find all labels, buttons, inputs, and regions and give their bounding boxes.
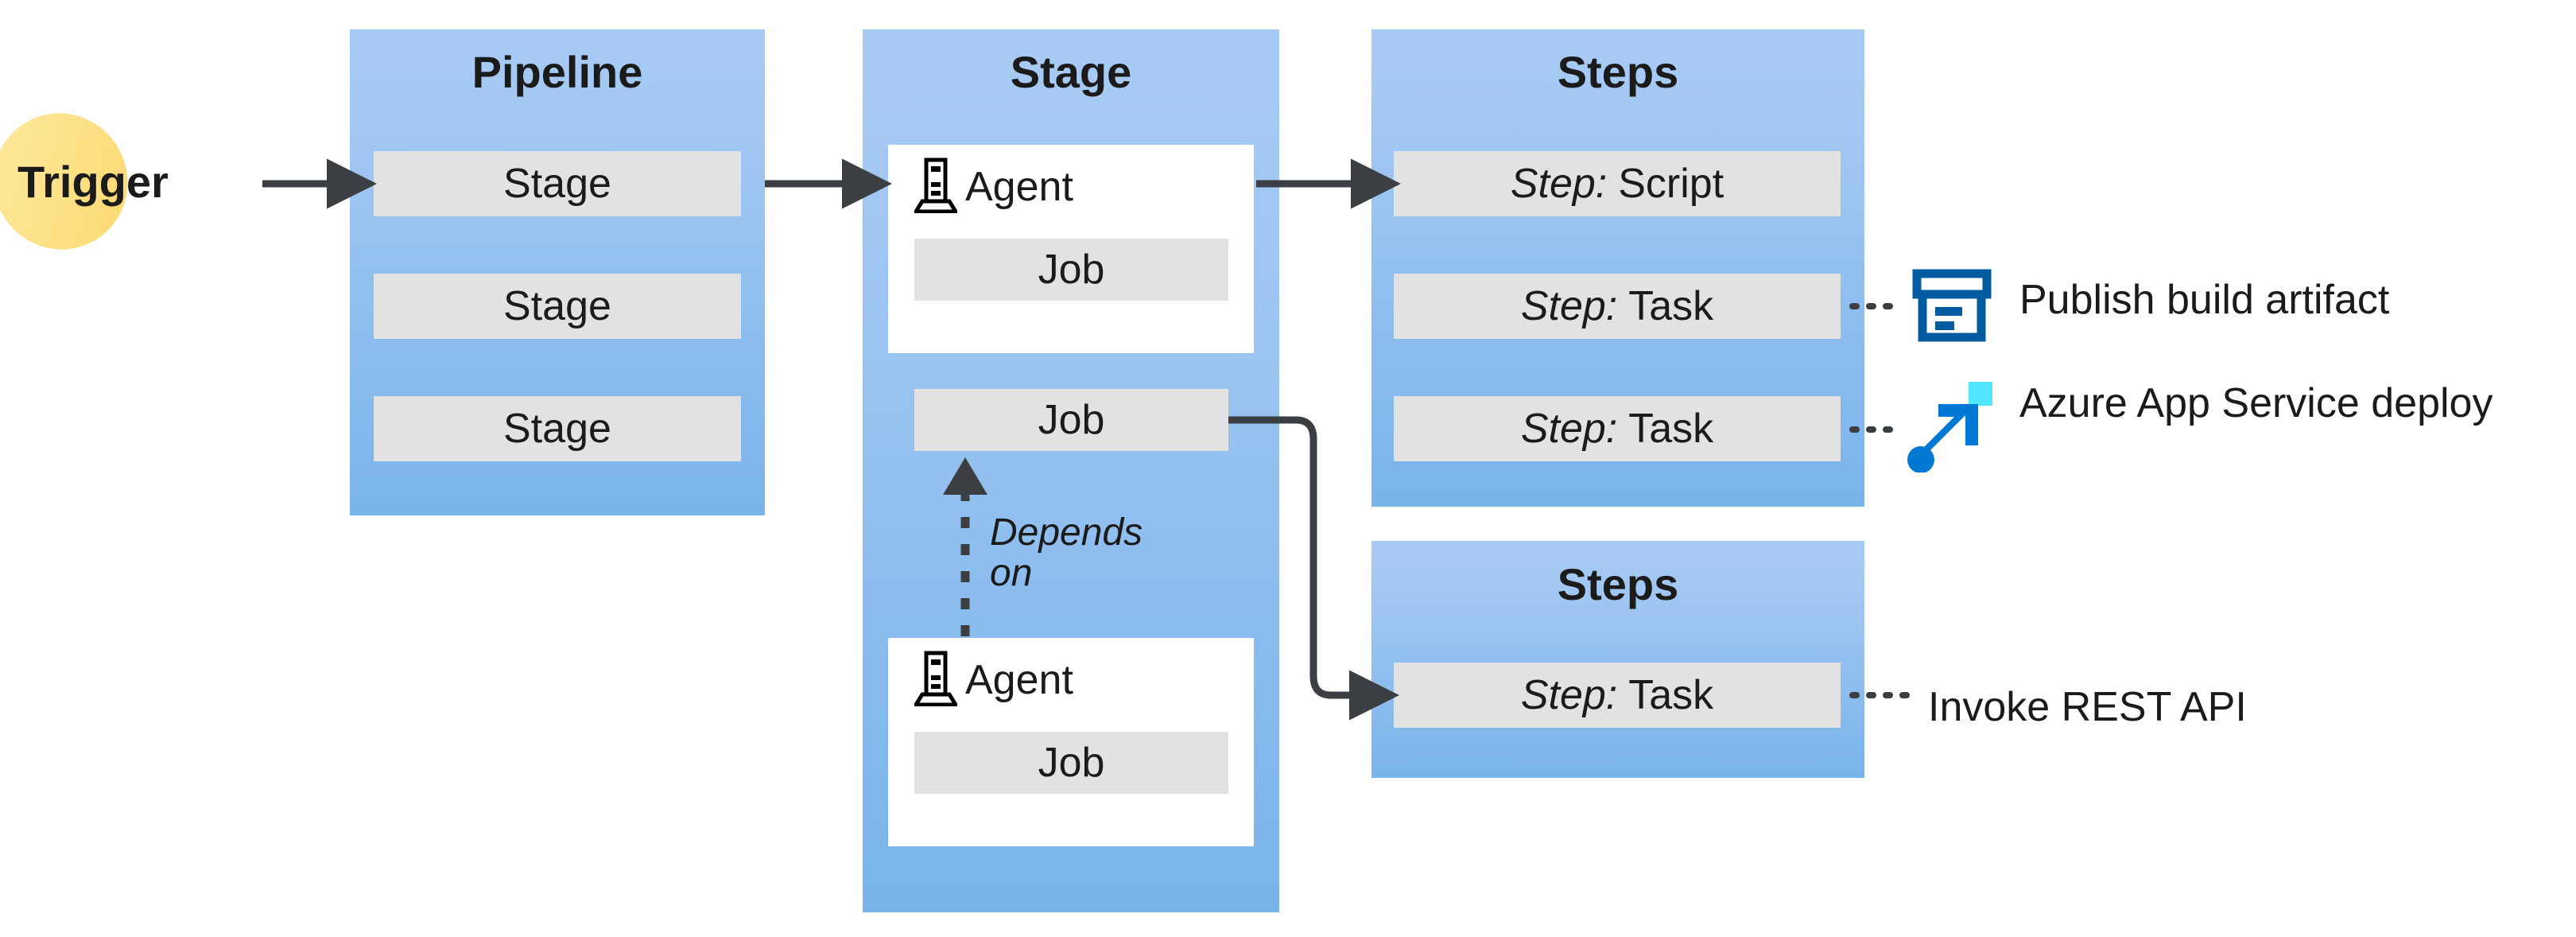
steps-title: Steps <box>1557 559 1679 609</box>
step-kind: Step: <box>1520 283 1618 329</box>
legend-label-publish-build-artifact: Publish build artifact <box>2019 277 2390 323</box>
depends-on-label: Depends on <box>990 511 1143 594</box>
legend-label-azure-app-service-deploy: Azure App Service deploy <box>2019 380 2493 426</box>
agent-label: Agent <box>965 164 1073 210</box>
agent-job-chip[interactable]: Job <box>914 732 1228 794</box>
step-name: Task <box>1628 672 1714 718</box>
pipeline-stage-chip[interactable]: Stage <box>374 274 741 339</box>
pipeline-stage-chip[interactable]: Stage <box>374 151 741 216</box>
agent-icon <box>912 651 960 710</box>
azure-app-service-deploy-icon <box>1907 377 1994 476</box>
steps-title: Steps <box>1557 47 1679 97</box>
agent-row: Agent <box>912 646 1073 714</box>
agent-icon <box>912 157 960 217</box>
step-kind: Step: <box>1520 406 1618 452</box>
step-chip[interactable]: Step: Script <box>1394 151 1841 216</box>
legend-label-invoke-rest-api: Invoke REST API <box>1928 684 2247 730</box>
step-name: Task <box>1628 283 1714 329</box>
steps-panel-2 <box>1371 541 1864 778</box>
pipeline-title: Pipeline <box>471 47 643 97</box>
agent-row: Agent <box>912 153 1073 221</box>
pipeline-stage-chip[interactable]: Stage <box>374 396 741 461</box>
stage-job-chip[interactable]: Job <box>914 389 1228 451</box>
agent-label: Agent <box>965 657 1073 703</box>
stage-title: Stage <box>1010 47 1132 97</box>
step-chip[interactable]: Step: Task <box>1394 274 1841 339</box>
agent-job-chip[interactable]: Job <box>914 239 1228 301</box>
step-chip[interactable]: Step: Task <box>1394 663 1841 728</box>
step-chip[interactable]: Step: Task <box>1394 396 1841 461</box>
trigger-label: Trigger <box>17 157 169 207</box>
publish-build-artifact-icon <box>1912 266 1992 349</box>
step-name: Script <box>1618 161 1724 207</box>
step-kind: Step: <box>1520 672 1618 718</box>
step-name: Task <box>1628 406 1714 452</box>
step-kind: Step: <box>1510 161 1608 207</box>
